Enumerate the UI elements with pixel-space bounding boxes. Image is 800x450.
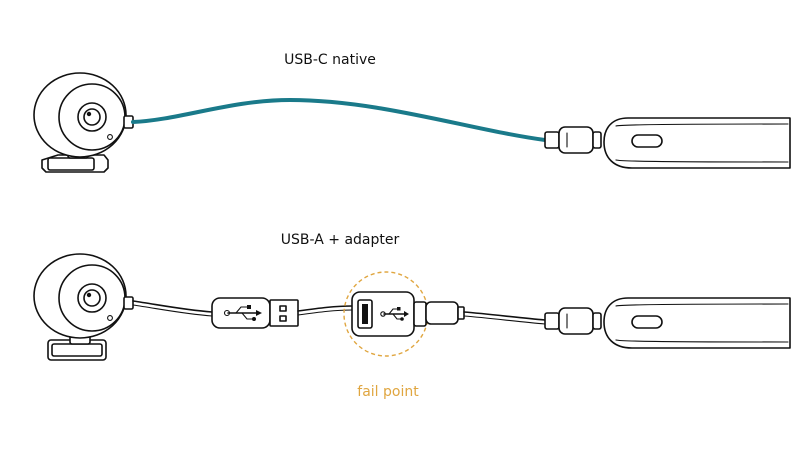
- row-usb-a-adapter: USB-A + adapter: [33, 232, 791, 400]
- laptop-icon: [603, 297, 791, 349]
- webcam-icon: [33, 72, 134, 173]
- laptop-icon: [603, 117, 791, 169]
- usb-a-plug-icon: [211, 297, 299, 329]
- usb-adapter-icon: [351, 291, 427, 337]
- webcam-icon: [33, 253, 134, 361]
- row-usb-c-native: USB-C native: [33, 52, 791, 173]
- fail-point-label: fail point: [357, 384, 419, 400]
- row-title-usb-c-native: USB-C native: [284, 52, 376, 68]
- usb-a-cable: [132, 300, 213, 313]
- row-title-usb-a-adapter: USB-A + adapter: [281, 232, 400, 248]
- usb-symbol-icon: [223, 305, 262, 321]
- usb-symbol-icon: [380, 307, 409, 321]
- usb-c-plug-icon: [544, 126, 602, 154]
- usb-c-plug-icon: [544, 307, 602, 335]
- usb-c-cable: [131, 97, 547, 142]
